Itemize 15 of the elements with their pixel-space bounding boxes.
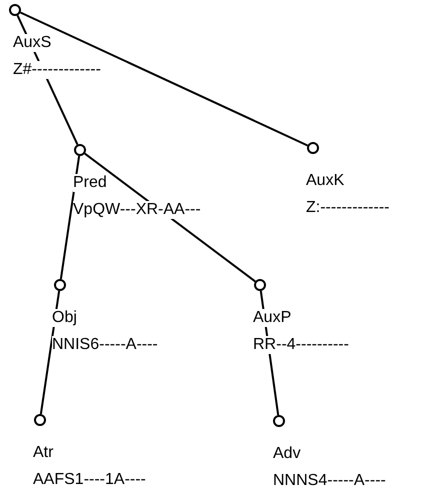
tree-node-circle (74, 144, 86, 156)
tree-node-circle (254, 279, 266, 291)
tag-label: Z#------------- (13, 61, 101, 79)
tree-edge (20, 12, 308, 146)
tree-node-circle (34, 414, 46, 426)
function-label: AuxP (253, 309, 292, 327)
tree-node-circle (273, 415, 285, 427)
tree-node-circle (9, 4, 21, 16)
tag-label: RR--4---------- (253, 336, 349, 354)
tree-node-circle (307, 142, 319, 154)
tree-node-circle (54, 279, 66, 291)
function-label: AuxS (13, 34, 52, 52)
function-label: Obj (52, 309, 77, 327)
function-label: Pred (73, 174, 107, 192)
tag-label: VpQW---XR-AA--- (73, 201, 201, 219)
